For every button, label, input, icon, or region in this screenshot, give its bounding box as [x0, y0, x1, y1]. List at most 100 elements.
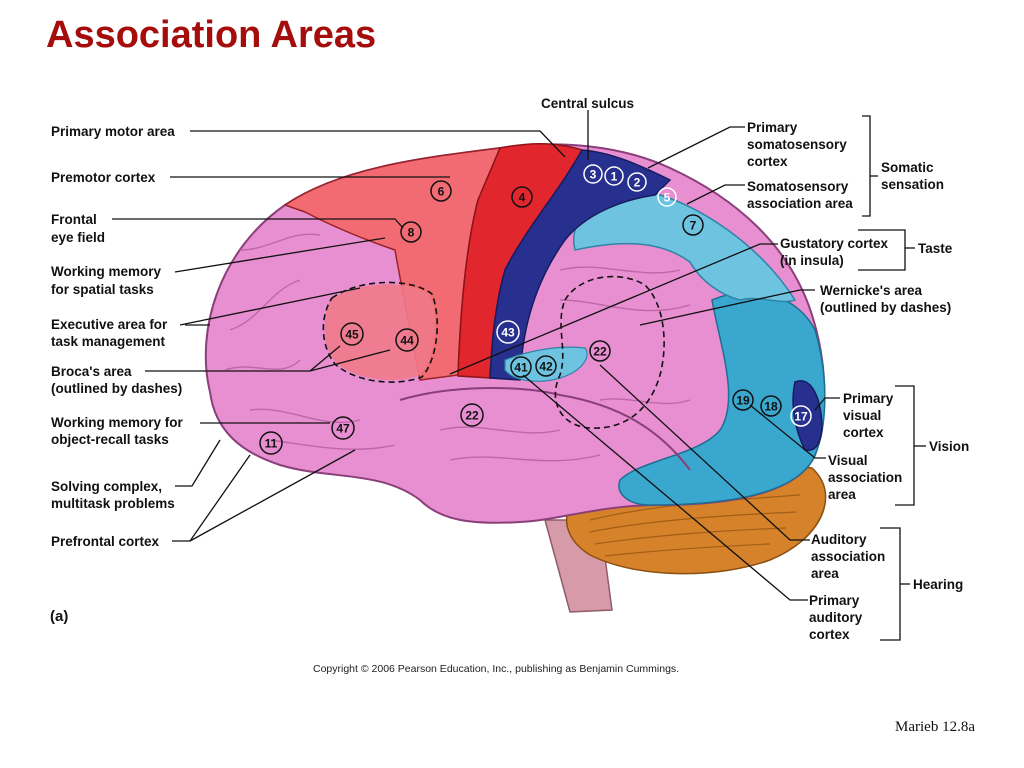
svg-text:6: 6	[438, 185, 445, 199]
visual-association-region	[618, 291, 826, 506]
svg-text:22: 22	[593, 345, 607, 359]
label-frontal-eye-field-1: Frontal	[51, 212, 97, 227]
label-visual-association-3: area	[828, 487, 856, 502]
label-brocas-area-2: (outlined by dashes)	[51, 381, 182, 396]
svg-text:22: 22	[465, 409, 479, 423]
svg-text:47: 47	[336, 422, 350, 436]
svg-text:4: 4	[519, 191, 526, 205]
label-primary-somatosensory-1: Primary	[747, 120, 798, 135]
svg-text:18: 18	[764, 400, 778, 414]
label-working-memory-spatial-1: Working memory	[51, 264, 162, 279]
label-vision: Vision	[929, 439, 969, 454]
label-frontal-eye-field-2: eye field	[51, 230, 105, 245]
area-45-marker: 45	[340, 322, 364, 346]
area-42-marker: 42	[535, 355, 557, 377]
label-somatosensory-association-1: Somatosensory	[747, 179, 849, 194]
area-41-marker: 41	[510, 356, 532, 378]
svg-text:7: 7	[690, 219, 697, 233]
area-47-marker: 47	[331, 416, 355, 440]
leader-lines	[112, 110, 926, 641]
label-solving-complex-1: Solving complex,	[51, 479, 162, 494]
label-somatic-sensation-1: Somatic	[881, 160, 934, 175]
label-primary-auditory-2: auditory	[809, 610, 863, 625]
area-7-marker: 7	[682, 214, 704, 236]
area-43-marker: 43	[496, 320, 520, 344]
label-primary-auditory-3: cortex	[809, 627, 850, 642]
primary-auditory-region	[504, 346, 588, 382]
label-somatosensory-association-2: association area	[747, 196, 853, 211]
svg-text:45: 45	[345, 328, 359, 342]
page-title: Association Areas	[46, 14, 377, 56]
label-gustatory-cortex-2: (in insula)	[780, 253, 844, 268]
svg-text:5: 5	[664, 191, 671, 205]
svg-text:42: 42	[539, 360, 553, 374]
area-5-marker: 5	[657, 187, 677, 207]
label-executive-area-1: Executive area for	[51, 317, 168, 332]
primary-visual-region	[792, 380, 823, 452]
area-1-marker: 1	[604, 166, 624, 186]
svg-text:19: 19	[736, 394, 750, 408]
slide-credit: Marieb 12.8a	[895, 719, 975, 735]
label-hearing: Hearing	[913, 577, 963, 592]
svg-text:3: 3	[590, 168, 597, 182]
label-visual-association-2: association	[828, 470, 902, 485]
label-primary-motor-area: Primary motor area	[51, 124, 175, 139]
label-primary-somatosensory-2: somatosensory	[747, 137, 847, 152]
svg-text:41: 41	[514, 361, 528, 375]
svg-text:11: 11	[265, 437, 278, 451]
svg-text:8: 8	[408, 226, 415, 240]
label-wernickes-area-2: (outlined by dashes)	[820, 300, 951, 315]
area-4-marker: 4	[511, 186, 533, 208]
label-executive-area-2: task management	[51, 334, 166, 349]
label-prefrontal-cortex: Prefrontal cortex	[51, 534, 160, 549]
area-44-marker: 44	[395, 328, 419, 352]
area-17-marker: 17	[790, 405, 812, 427]
label-auditory-association-3: area	[811, 566, 839, 581]
temporal-lobe-outline	[399, 387, 691, 471]
label-visual-association-1: Visual	[828, 453, 868, 468]
label-somatic-sensation-2: sensation	[881, 177, 944, 192]
label-brocas-area-1: Broca's area	[51, 364, 132, 379]
label-primary-visual-3: cortex	[843, 425, 884, 440]
copyright-notice: Copyright © 2006 Pearson Education, Inc.…	[313, 663, 679, 675]
broca-region	[324, 284, 436, 381]
label-auditory-association-1: Auditory	[811, 532, 867, 547]
svg-text:17: 17	[794, 410, 808, 424]
label-solving-complex-2: multitask problems	[51, 496, 175, 511]
label-working-memory-spatial-2: for spatial tasks	[51, 282, 154, 297]
brain-illustration	[204, 143, 827, 613]
area-3-marker: 3	[583, 164, 603, 184]
label-premotor-cortex: Premotor cortex	[51, 170, 156, 185]
area-19-marker: 19	[732, 389, 754, 411]
area-8-marker: 8	[400, 221, 422, 243]
area-number-markers: 6 4 8 3 1 2 5 7 45 44 43 41 42 22 22 47 …	[259, 164, 812, 455]
wernicke-dashed-outline	[554, 275, 665, 429]
panel-label: (a)	[50, 608, 68, 625]
label-working-memory-object-1: Working memory for	[51, 415, 184, 430]
svg-text:1: 1	[611, 170, 618, 184]
label-wernickes-area-1: Wernicke's area	[820, 283, 923, 298]
primary-somatosensory-region	[489, 149, 672, 381]
label-working-memory-object-2: object-recall tasks	[51, 432, 169, 447]
svg-text:43: 43	[501, 326, 515, 340]
area-11-marker: 11	[259, 431, 283, 455]
broca-dashed-outline	[322, 281, 438, 383]
label-gustatory-cortex-1: Gustatory cortex	[780, 236, 889, 251]
area-22-marker-lower: 22	[460, 403, 484, 427]
label-primary-visual-2: visual	[843, 408, 881, 423]
right-labels: Central sulcus Primary somatosensory cor…	[541, 96, 969, 642]
left-labels: Primary motor area Premotor cortex Front…	[51, 124, 184, 549]
area-18-marker: 18	[760, 395, 782, 417]
area-6-marker: 6	[430, 180, 452, 202]
svg-text:44: 44	[400, 334, 414, 348]
svg-text:2: 2	[634, 176, 641, 190]
label-primary-somatosensory-3: cortex	[747, 154, 788, 169]
label-auditory-association-2: association	[811, 549, 885, 564]
area-22-marker-upper: 22	[589, 340, 611, 362]
label-primary-auditory-1: Primary	[809, 593, 860, 608]
label-central-sulcus: Central sulcus	[541, 96, 634, 111]
area-2-marker: 2	[627, 172, 647, 192]
label-taste: Taste	[918, 241, 953, 256]
label-primary-visual-1: Primary	[843, 391, 894, 406]
